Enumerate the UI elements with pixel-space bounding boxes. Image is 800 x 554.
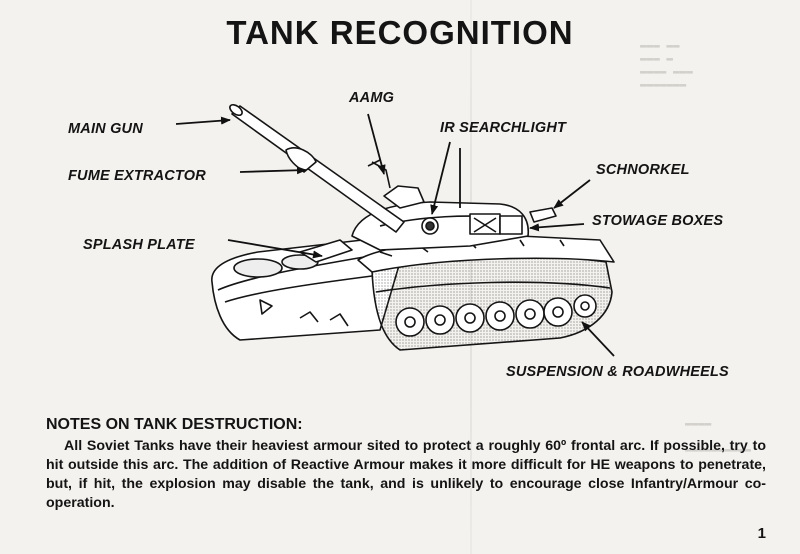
leader-lines (175, 113, 615, 357)
notes-body: All Soviet Tanks have their heaviest arm… (46, 438, 766, 511)
notes-heading: NOTES ON TANK DESTRUCTION: (46, 416, 303, 433)
notes-section: NOTES ON TANK DESTRUCTION: All Soviet Ta… (46, 416, 766, 513)
label-ir-searchlight: IR SEARCHLIGHT (440, 120, 567, 136)
label-stowage-boxes: STOWAGE BOXES (592, 213, 724, 229)
label-aamg: AAMG (349, 90, 395, 106)
label-fume-extractor: FUME EXTRACTOR (68, 168, 206, 184)
label-schnorkel: SCHNORKEL (596, 162, 690, 178)
bleed-through-text-2: ▬▬▬▬▬▬▬▬▬▬▬▬▬▬ (685, 418, 752, 456)
page-number: 1 (757, 525, 766, 542)
tank-illustration (211, 103, 615, 351)
label-splash-plate: SPLASH PLATE (83, 237, 195, 253)
bleed-through-text: ▬▬▬ ▬▬▬▬▬ ▬▬▬▬▬ ▬▬▬▬▬▬▬▬▬▬ (640, 40, 693, 91)
page-title: TANK RECOGNITION (226, 14, 574, 51)
label-suspension-roadwheels: SUSPENSION & ROADWHEELS (506, 364, 729, 380)
label-main-gun: MAIN GUN (68, 121, 143, 137)
